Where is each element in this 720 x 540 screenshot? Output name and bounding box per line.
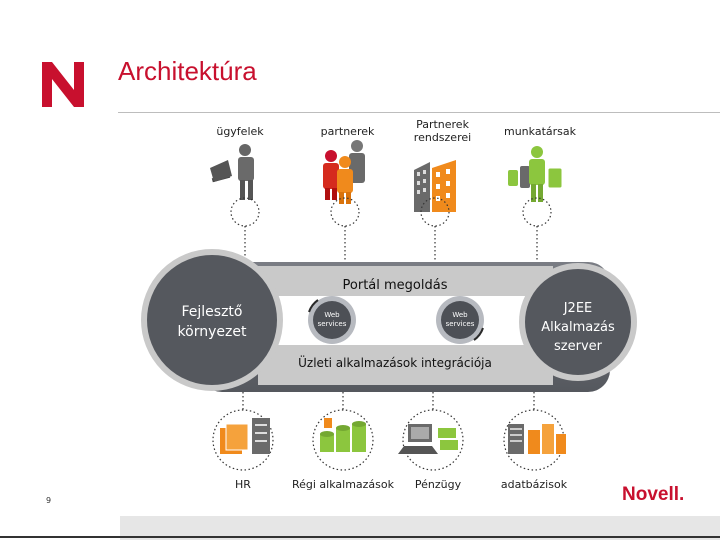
label-partnerek: partnerek xyxy=(320,125,375,138)
integration-label: Üzleti alkalmazások integrációja xyxy=(298,356,492,370)
slide-number: 9 xyxy=(46,496,52,505)
dev-environment-circle xyxy=(141,249,283,391)
label-ugyfelek: ügyfelek xyxy=(216,125,264,138)
hr-documents-icon xyxy=(220,418,270,454)
label-regi-alkalmazasok: Régi alkalmazások xyxy=(291,478,395,491)
j2ee-server-label: J2EE Alkalmazás szerver xyxy=(541,301,615,354)
partners-group-icon xyxy=(323,140,365,204)
database-icon xyxy=(508,424,566,454)
partner-systems-buildings-icon xyxy=(414,160,456,212)
title-divider xyxy=(118,112,720,113)
employee-devices-icon xyxy=(508,146,563,202)
portal-label: Portál megoldás xyxy=(342,278,448,293)
web-services-right-icon xyxy=(436,296,484,344)
novell-brand-logo: Novell. xyxy=(622,484,685,505)
dev-environment-label: Fejlesztő környezet xyxy=(177,304,247,340)
label-munkatarsak: munkatársak xyxy=(504,125,576,138)
client-person-icon xyxy=(210,144,254,200)
finance-computer-icon xyxy=(398,424,458,454)
web-services-right-label: Web services xyxy=(445,311,475,328)
footer-line xyxy=(0,536,720,538)
label-hr: HR xyxy=(235,478,251,491)
page-title: Architektúra xyxy=(118,56,257,86)
label-partnerek-rendszerei: Partnerek rendszerei xyxy=(413,118,472,144)
web-services-left-icon xyxy=(308,296,356,344)
label-penzugy: Pénzügy xyxy=(414,478,462,491)
legacy-apps-icon xyxy=(320,418,366,452)
label-adatbazisok: adatbázisok xyxy=(500,478,568,491)
j2ee-server-circle xyxy=(519,263,637,381)
web-services-left-label: Web services xyxy=(317,311,347,328)
